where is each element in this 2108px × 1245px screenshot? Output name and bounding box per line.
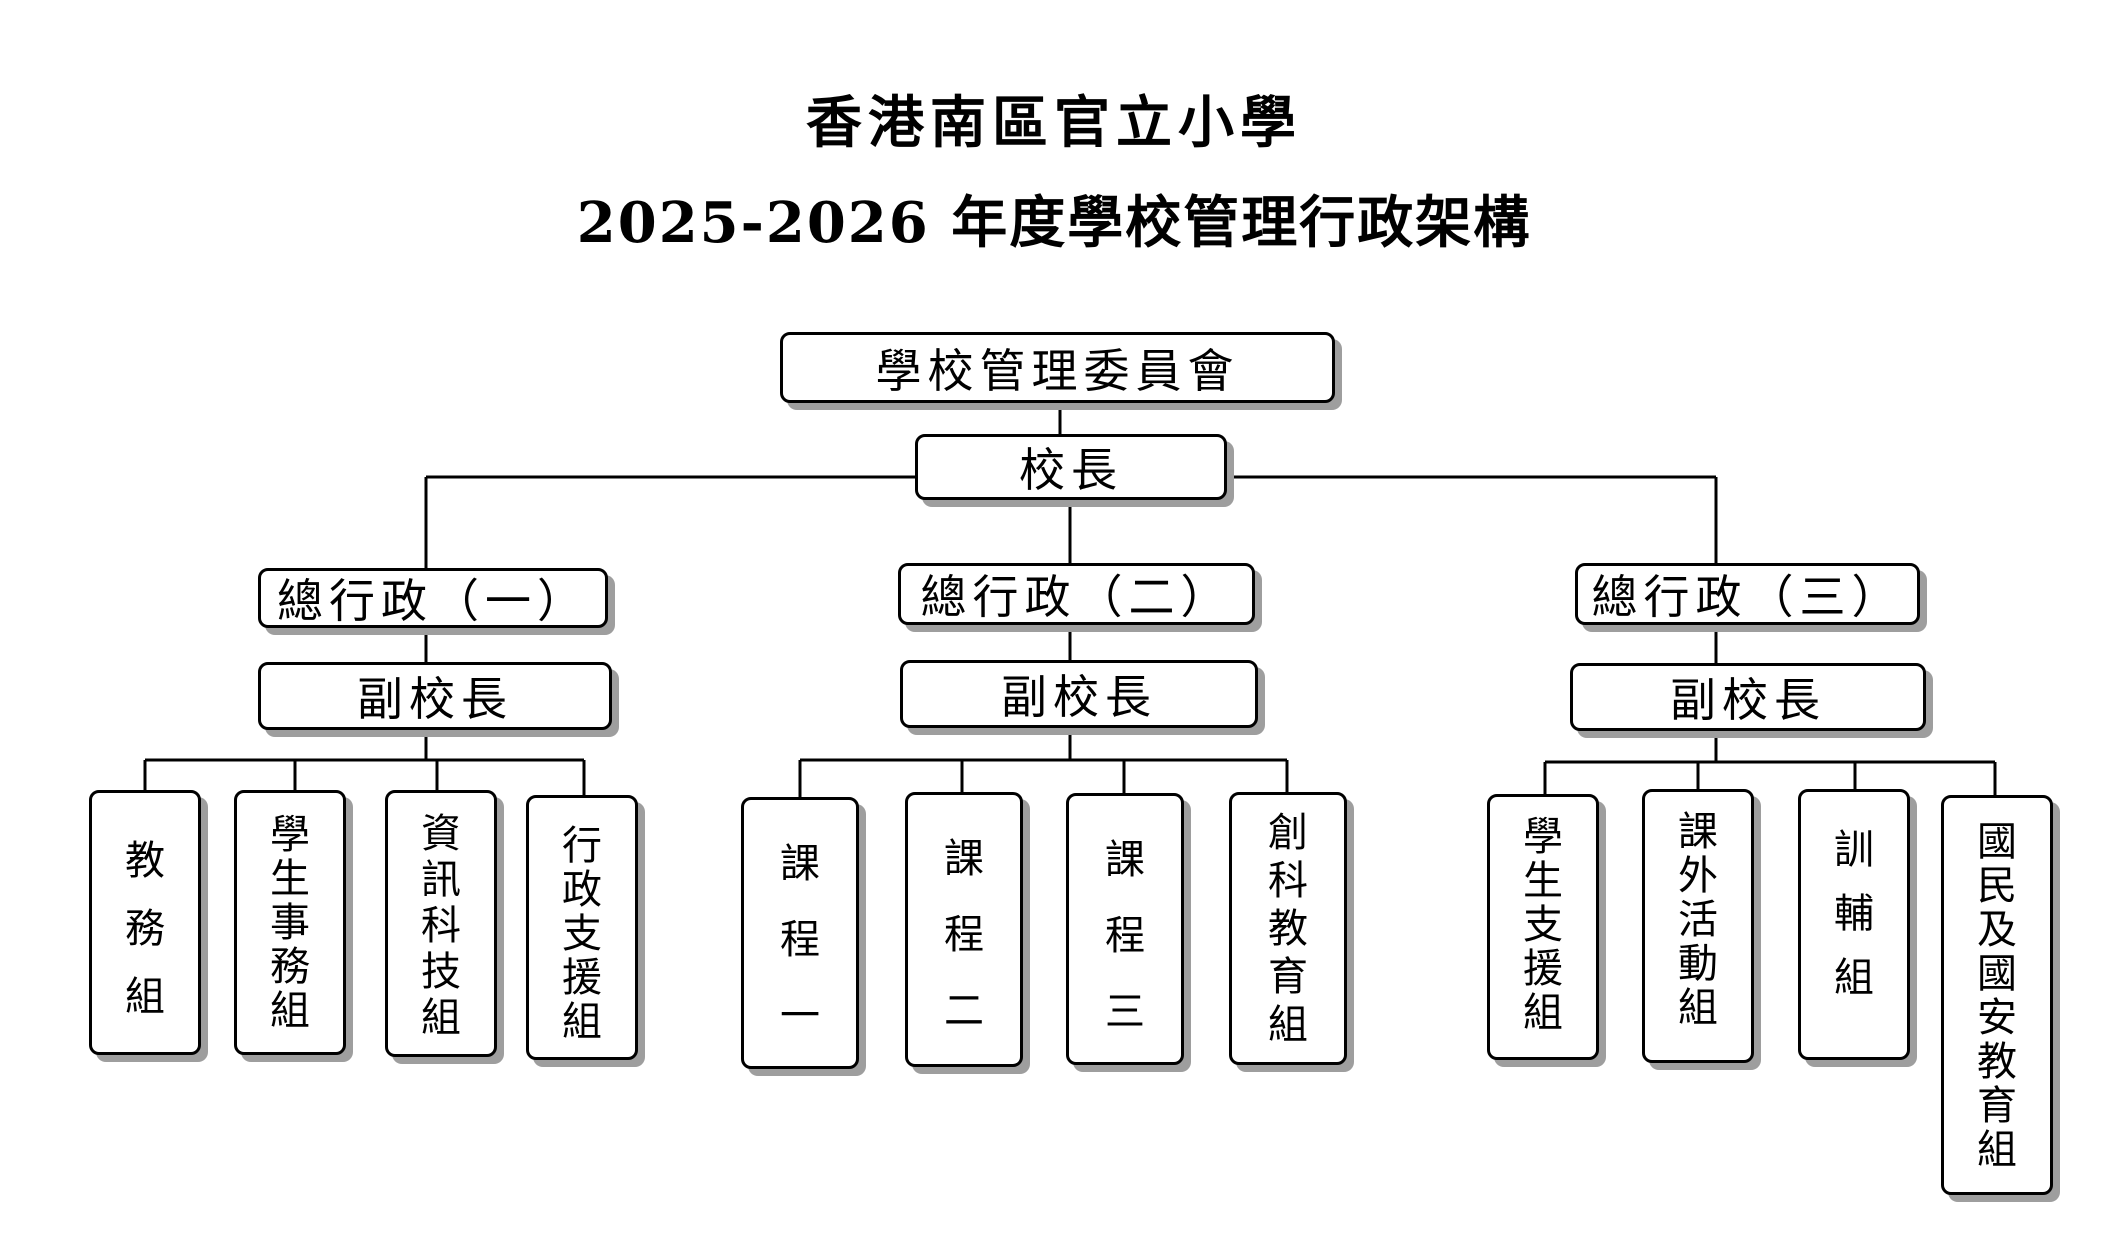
unit-curriculum-2: 課程二 xyxy=(905,792,1023,1067)
unit-student-support: 學生支援組 xyxy=(1487,794,1599,1060)
unit-national-security-education: 國民及國安教育組 xyxy=(1941,795,2053,1195)
label-head-admin-1: 總行政（一） xyxy=(277,574,589,628)
box-principal: 校長 xyxy=(915,434,1227,500)
box-head-admin-2: 總行政（二） xyxy=(898,563,1255,625)
unit-curriculum-1: 課程一 xyxy=(741,797,859,1069)
label-school-management-committee: 學校管理委員會 xyxy=(875,343,1240,398)
label-vice-principal-3: 副校長 xyxy=(1670,673,1826,727)
title-structure: 2025-2026 年度學校管理行政架構 xyxy=(576,190,1532,256)
unit-label: 行政支援組 xyxy=(562,823,602,1045)
unit-student-affairs: 學生事務組 xyxy=(234,790,346,1055)
box-head-admin-1: 總行政（一） xyxy=(258,568,608,628)
unit-extracurricular: 課外活動組 xyxy=(1642,789,1754,1063)
unit-it: 資訊科技組 xyxy=(385,790,497,1057)
unit-label: 課程三 xyxy=(1105,837,1145,1035)
unit-label: 課程二 xyxy=(944,836,984,1034)
unit-label: 創科教育組 xyxy=(1268,810,1308,1048)
unit-guidance-discipline: 訓輔組 xyxy=(1798,789,1910,1060)
unit-admin-support: 行政支援組 xyxy=(526,795,638,1060)
label-vice-principal-2: 副校長 xyxy=(1001,670,1157,724)
unit-label: 資訊科技組 xyxy=(421,811,461,1041)
unit-innovation-tech-education: 創科教育組 xyxy=(1229,792,1347,1065)
unit-curriculum-3: 課程三 xyxy=(1066,793,1184,1065)
title-school-name: 香港南區官立小學 xyxy=(806,90,1302,156)
label-vice-principal-1: 副校長 xyxy=(357,672,513,726)
label-principal: 校長 xyxy=(1019,443,1123,497)
unit-label: 課程一 xyxy=(780,841,820,1039)
unit-academic-affairs: 教務組 xyxy=(89,790,201,1055)
label-head-admin-2: 總行政（二） xyxy=(920,570,1233,624)
unit-label: 課外活動組 xyxy=(1678,809,1718,1031)
box-vice-principal-1: 副校長 xyxy=(258,662,612,730)
label-head-admin-3: 總行政（三） xyxy=(1591,570,1904,624)
box-vice-principal-2: 副校長 xyxy=(900,660,1258,728)
box-head-admin-3: 總行政（三） xyxy=(1575,563,1920,625)
unit-label: 訓輔組 xyxy=(1834,827,1874,1001)
unit-label: 教務組 xyxy=(125,838,165,1020)
box-vice-principal-3: 副校長 xyxy=(1570,663,1926,731)
unit-label: 學生事務組 xyxy=(270,812,310,1034)
box-school-management-committee: 學校管理委員會 xyxy=(780,332,1335,403)
unit-label: 學生支援組 xyxy=(1523,814,1563,1036)
unit-label: 國民及國安教育組 xyxy=(1977,819,2017,1173)
